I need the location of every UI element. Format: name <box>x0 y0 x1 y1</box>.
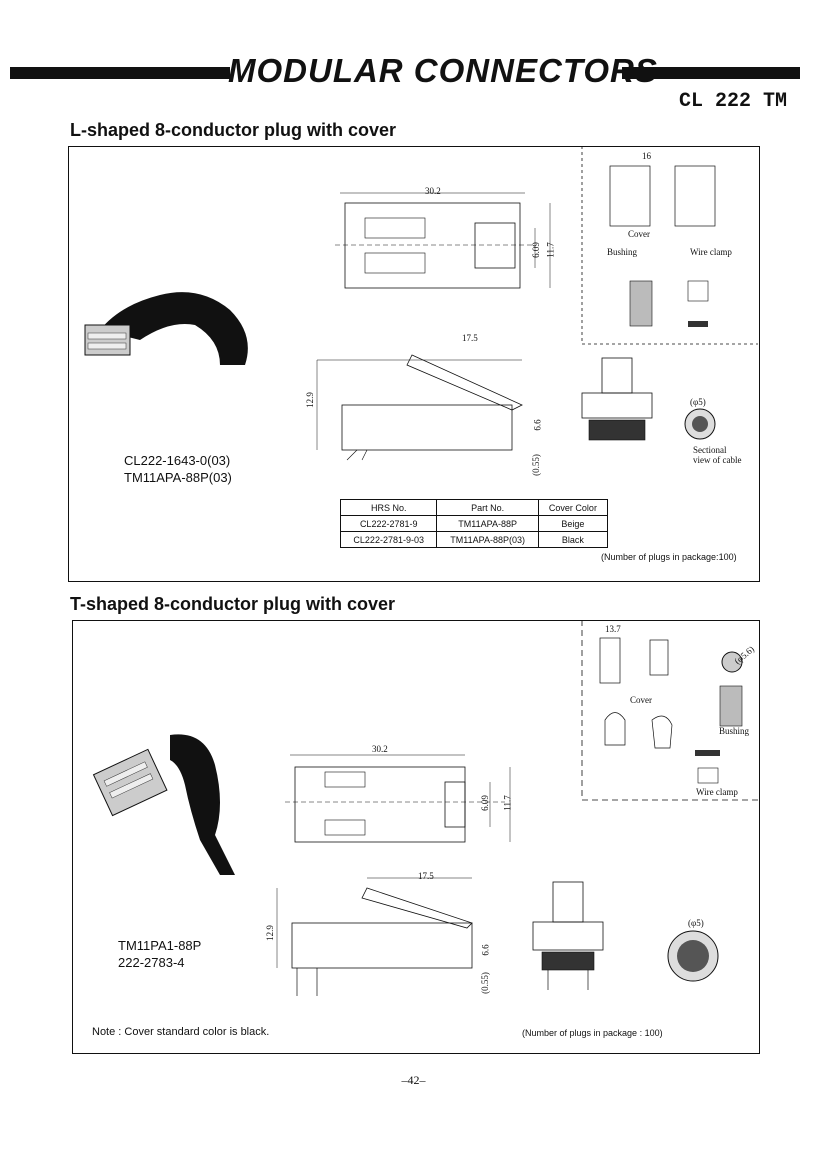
t-plug-side-view <box>276 877 473 996</box>
section2-diameter-label: (φ5) <box>688 918 704 928</box>
section2-dim-side-width: 17.5 <box>418 871 434 881</box>
table-cell: CL222-2781-9 <box>339 515 438 532</box>
section2-package-note: (Number of plugs in package : 100) <box>522 1028 663 1038</box>
table-header-cell: Cover Color <box>537 499 609 516</box>
t-plug-photo <box>92 734 235 875</box>
section2-note: Note : Cover standard color is black. <box>92 1026 270 1038</box>
section2-caption: TM11PA1-88P 222-2783-4 <box>118 937 201 971</box>
table-cell: Black <box>537 531 609 548</box>
section1-cover-width: 16 <box>642 151 651 161</box>
section2-dim-top-width: 30.2 <box>372 744 388 754</box>
page-title: MODULAR CONNECTORS <box>228 52 658 89</box>
model-number: CL 222 TM <box>678 90 787 113</box>
section1-dim-side-h2: 6.6 <box>532 419 543 431</box>
section1-caption-line1: CL222-1643-0(03) <box>124 453 231 468</box>
table-header-row: HRS No. Part No. Cover Color <box>339 499 609 516</box>
section1-dim-side-width: 17.5 <box>462 333 478 343</box>
header-rule-right <box>622 67 800 79</box>
section2-cover-label: Cover <box>630 695 652 705</box>
section1-caption-line2: TM11APA-88P(03) <box>124 470 232 485</box>
table-cell: Beige <box>537 515 609 532</box>
l-plug-front-view <box>581 357 653 441</box>
l-plug-photo <box>84 292 248 365</box>
table-cell: TM11APA-88P(03) <box>436 531 539 548</box>
section1-panel <box>68 146 760 582</box>
section1-cable-section <box>684 408 716 440</box>
section1-sectional-line2: view of cable <box>693 455 742 465</box>
section1-dim-side-h: 12.9 <box>304 392 315 408</box>
table-header-cell: Part No. <box>436 499 539 516</box>
section1-wire-clamp-label: Wire clamp <box>690 247 732 257</box>
t-plug-front-view <box>532 881 604 990</box>
table-row: CL222-2781-9-03 TM11APA-88P(03) Black <box>339 531 609 548</box>
section1-package-note: (Number of plugs in package:100) <box>601 552 737 562</box>
section2-dim-side-h2: 6.6 <box>480 944 491 956</box>
l-plug-top-view <box>335 192 551 289</box>
table-header-cell: HRS No. <box>339 499 438 516</box>
section1-sectional-line1: Sectional <box>693 445 727 455</box>
section1-sectional-label: Sectional view of cable <box>693 445 741 465</box>
section1-diameter-label: (φ5) <box>690 397 706 407</box>
section2-dim-side-h: 12.9 <box>264 925 275 941</box>
section1-caption: CL222-1643-0(03) TM11APA-88P(03) <box>124 452 232 486</box>
section1-cover-label: Cover <box>628 229 650 239</box>
section2-dim-top-h2: 11.7 <box>502 795 513 811</box>
section1-title: L-shaped 8-conductor plug with cover <box>70 120 397 140</box>
section1-dim-top-h2: 11.7 <box>545 242 556 258</box>
section1-dim-top-h1: 6.09 <box>530 242 541 258</box>
section1-bushing-label: Bushing <box>607 247 638 257</box>
section2-bushing-label: Bushing <box>719 726 750 736</box>
section2-dim-side-gap: (0.55) <box>479 972 490 994</box>
section1-spec-table: HRS No. Part No. Cover Color CL222-2781-… <box>339 499 609 548</box>
t-plug-top-view <box>285 754 511 843</box>
section2-accessory-divider <box>581 620 758 801</box>
section2-caption-line1: TM11PA1-88P <box>118 938 202 953</box>
section2-caption-line2: 222-2783-4 <box>118 955 185 970</box>
section2-width-label: 13.7 <box>605 624 621 634</box>
table-cell: CL222-2781-9-03 <box>339 531 438 548</box>
table-cell: TM11APA-88P <box>436 515 539 532</box>
section2-dim-top-h1: 6.09 <box>479 795 490 811</box>
page-number: –42– <box>401 1073 426 1087</box>
section2-panel <box>72 620 760 1054</box>
section2-cable-section <box>667 930 719 982</box>
section2-wire-clamp-label: Wire clamp <box>696 787 738 797</box>
section1-accessory-divider <box>581 146 758 345</box>
section1-dim-top-width: 30.2 <box>425 186 441 196</box>
table-row: CL222-2781-9 TM11APA-88P Beige <box>339 515 609 532</box>
header-rule-left <box>10 67 230 79</box>
section2-title: T-shaped 8-conductor plug with cover <box>70 594 396 614</box>
l-plug-side-view <box>316 354 523 461</box>
section1-dim-side-gap: (0.55) <box>530 454 541 476</box>
